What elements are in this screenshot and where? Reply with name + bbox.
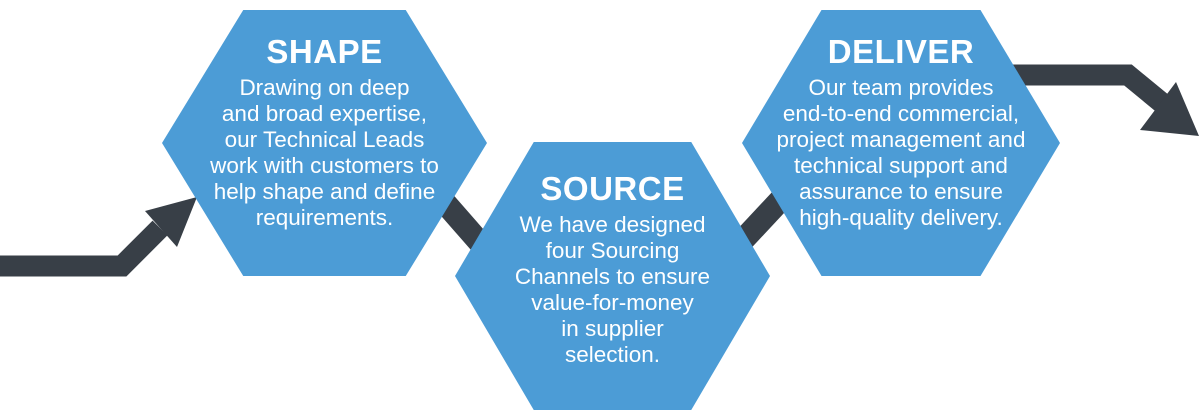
step-title-source: SOURCE: [540, 170, 685, 207]
step-title-shape: SHAPE: [266, 33, 383, 70]
step-body-deliver: Our team provides end-to-end commercial,…: [776, 75, 1026, 230]
step-body-shape: Drawing on deep and broad expertise, our…: [210, 75, 439, 230]
step-title-deliver: DELIVER: [827, 33, 975, 70]
arrow-up-right-icon: [0, 197, 197, 277]
outbound-arrow-shaft: [1005, 64, 1169, 112]
inbound-arrow-shaft: [0, 220, 168, 277]
outbound-arrowhead: [1140, 82, 1199, 136]
arrow-down-right-icon: [1005, 64, 1199, 136]
step-body-source: We have designed four Sourcing Channels …: [514, 212, 711, 367]
inbound-arrowhead: [145, 197, 197, 247]
